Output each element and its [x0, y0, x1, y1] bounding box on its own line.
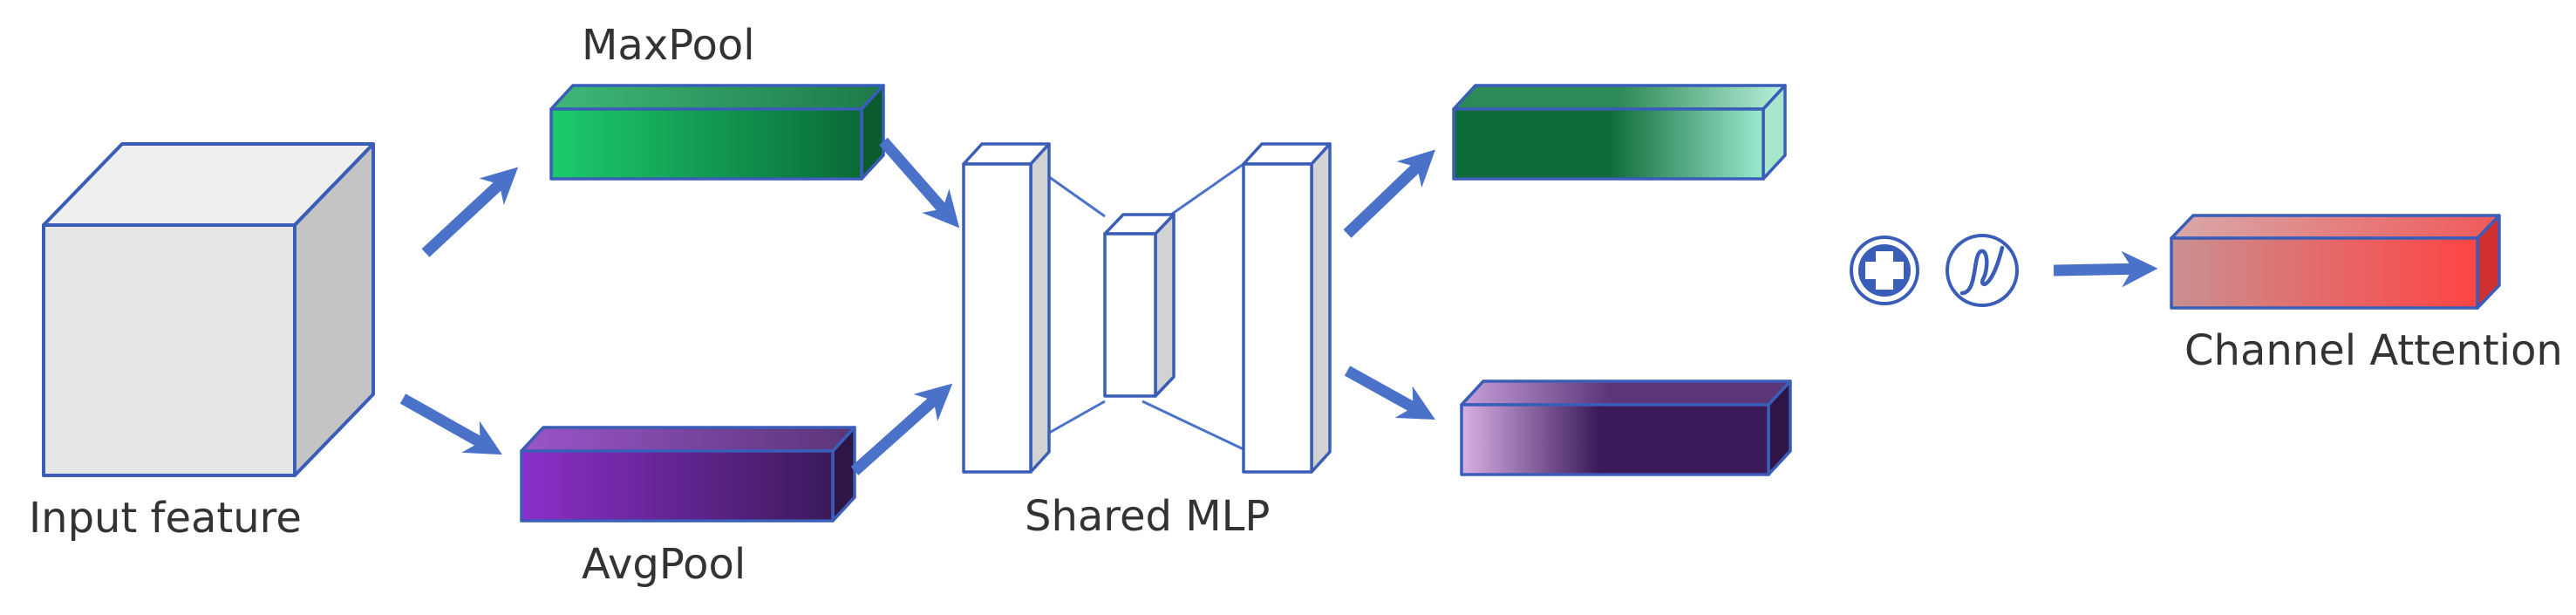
shared-mlp: [962, 142, 1332, 474]
shared-mlp-label: Shared MLP: [1025, 492, 1270, 541]
input-feature-cube: [42, 142, 375, 477]
input-feature-label: Input feature: [29, 494, 302, 543]
channel-attention-bar: [2170, 214, 2501, 310]
arrow-to-maxpool: [421, 167, 519, 257]
arrow-maxpool-to-mlp: [879, 137, 960, 229]
arrow-mlp-to-bottom-output: [1344, 366, 1435, 420]
sigmoid-icon: [1946, 234, 2019, 307]
maxpool-label: MaxPool: [582, 21, 755, 70]
arrow-to-channel-attention: [2053, 250, 2158, 288]
mlp-output-top-bar: [1452, 84, 1787, 181]
avgpool-label: AvgPool: [582, 540, 746, 589]
maxpool-bar: [549, 84, 885, 181]
arrow-to-avgpool: [399, 393, 502, 455]
arrow-mlp-to-top-output: [1343, 149, 1436, 238]
channel-attention-label: Channel Attention: [2184, 326, 2563, 375]
arrow-avgpool-to-mlp: [850, 383, 953, 475]
plus-circle-icon: [1850, 236, 1919, 305]
avgpool-bar: [520, 426, 856, 523]
mlp-output-bottom-bar: [1460, 379, 1792, 476]
